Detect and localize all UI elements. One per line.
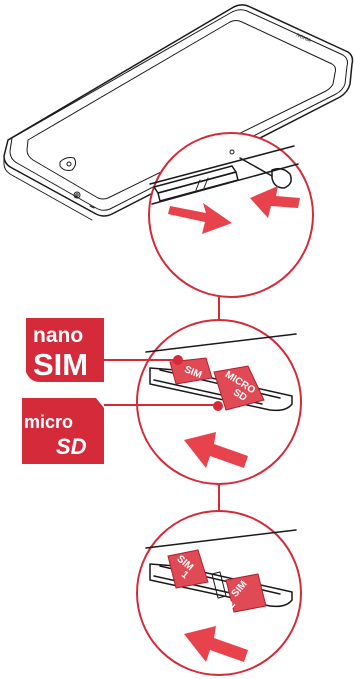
micro-sd-callout-dot (213, 401, 223, 411)
step2-single-sim-circle: SIM MICRO SD (137, 320, 301, 484)
micro-sd-badge-line1: micro (24, 412, 73, 432)
nano-sim-callout-dot (173, 355, 183, 365)
step1-eject-tray-circle (149, 133, 313, 297)
step3-dual-sim-circle: SIM 1 SIM 2 (137, 511, 301, 675)
micro-sd-badge-line2: SD (56, 434, 87, 459)
nano-sim-badge-line2: SIM (33, 347, 88, 382)
nano-sim-badge: nano SIM (26, 318, 104, 382)
micro-sd-badge: micro SD (22, 398, 104, 464)
nano-sim-badge-line1: nano (33, 324, 83, 347)
